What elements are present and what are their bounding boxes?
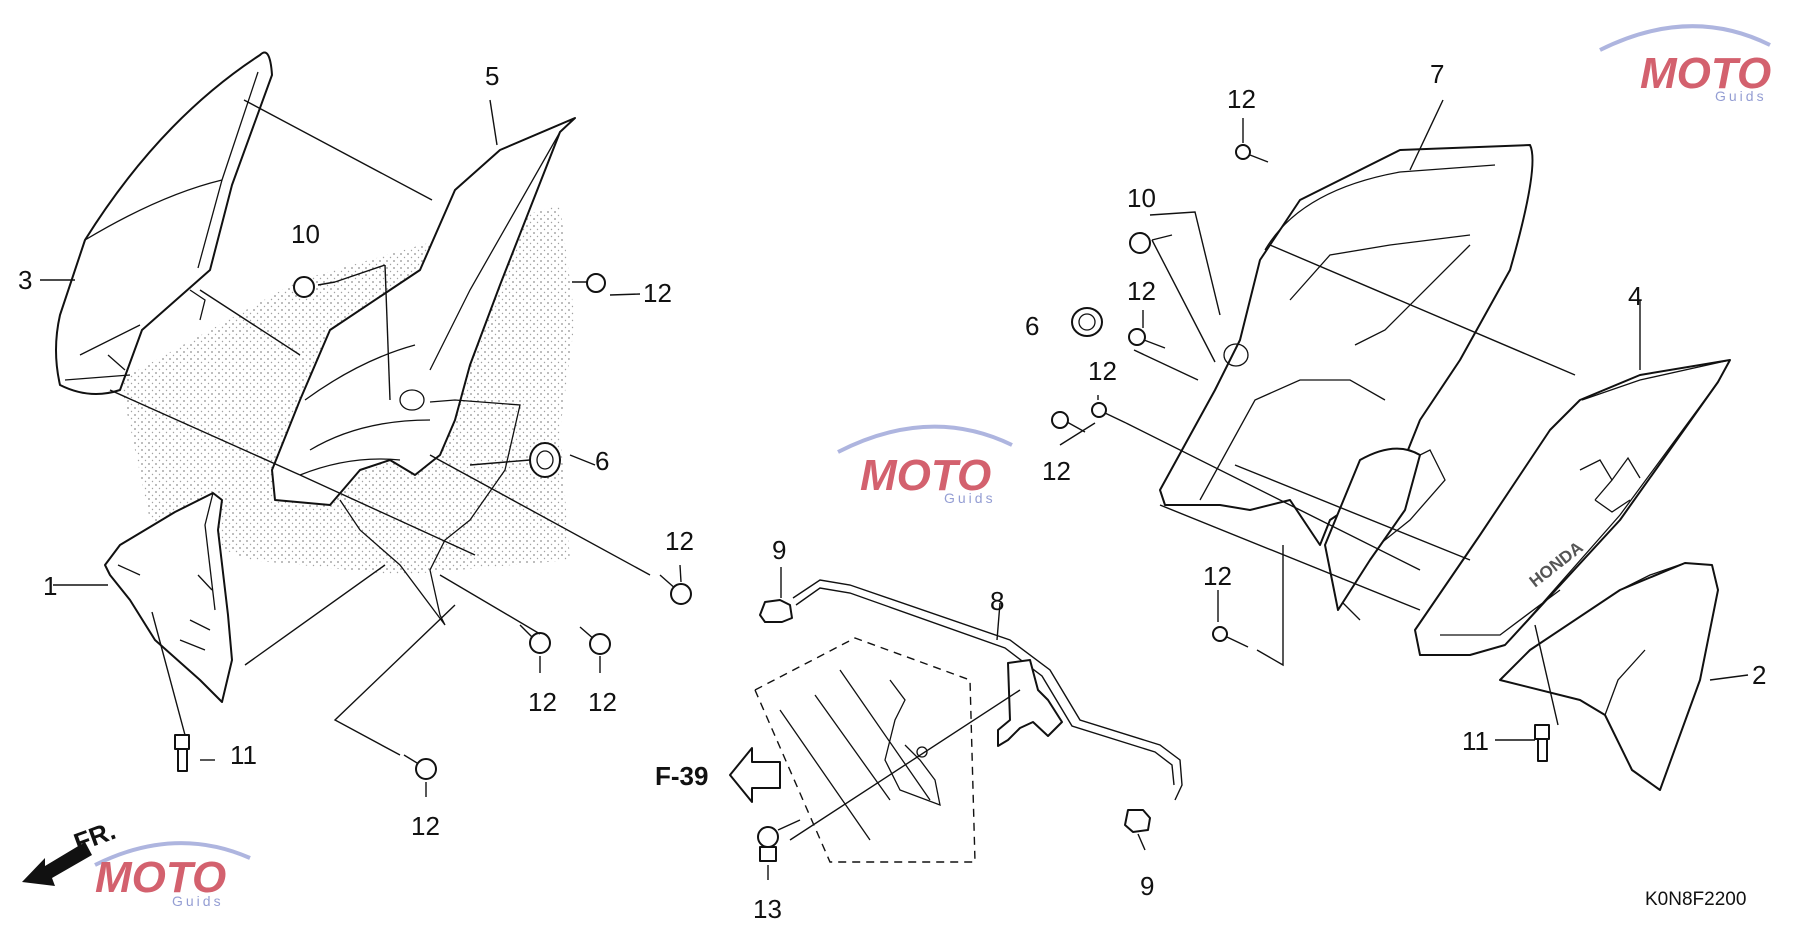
callout-9: 9 — [1140, 871, 1154, 901]
callout-1: 1 — [43, 571, 57, 601]
callout-11: 11 — [1462, 726, 1489, 756]
grommet-6-a — [529, 442, 561, 478]
callout-3: 3 — [18, 265, 32, 295]
callout-7: 7 — [1430, 59, 1444, 89]
screw-12-j — [1212, 626, 1249, 648]
screw-12-c — [519, 624, 551, 654]
callout-9: 9 — [772, 535, 786, 565]
part-3-left-upper-cover — [55, 51, 273, 395]
front-arrow-icon — [22, 842, 92, 886]
f39-reference: F-39 — [655, 747, 781, 803]
screw-12-g — [1128, 328, 1166, 349]
grommet-6-b — [1071, 307, 1103, 337]
callout-8: 8 — [990, 586, 1004, 616]
screw-12-f — [1235, 144, 1269, 163]
callout-12: 12 — [1042, 456, 1071, 486]
leader-lines — [40, 99, 1749, 880]
callout-12: 12 — [1088, 356, 1117, 386]
callout-12: 12 — [588, 687, 617, 717]
diagram-code: K0N8F2200 — [1645, 889, 1746, 910]
callout-12: 12 — [1203, 561, 1232, 591]
watermark-text: MOTO — [860, 451, 991, 500]
watermark-top-right: MOTO Guids — [1599, 24, 1771, 104]
watermark-subtext: Guids — [1715, 88, 1767, 104]
watermark-bottom-left: MOTO Guids — [94, 841, 251, 909]
part-8-stay-rod — [792, 579, 1183, 801]
callout-6: 6 — [1025, 311, 1039, 341]
watermark-text: MOTO — [1640, 49, 1771, 98]
callout-labels: 5 3 10 12 6 12 1 12 12 11 12 9 8 9 13 12… — [18, 59, 1766, 924]
screw-12-e — [403, 754, 437, 780]
callout-12: 12 — [1127, 276, 1156, 306]
bolt-10-b — [1129, 232, 1173, 254]
bolt-13 — [757, 819, 801, 862]
dashed-reference-area — [754, 637, 976, 863]
callout-5: 5 — [485, 61, 499, 91]
figure-ref-label: F-39 — [655, 761, 708, 791]
callout-12: 12 — [528, 687, 557, 717]
part-7-right-upper-frame — [1159, 144, 1534, 621]
watermark-center: MOTO Guids — [837, 424, 1013, 506]
screw-12-i — [1051, 411, 1086, 433]
part-5-inner-panel — [271, 117, 576, 626]
callout-2: 2 — [1752, 660, 1766, 690]
watermark-subtext: Guids — [944, 490, 996, 506]
screw-12-b — [659, 574, 692, 605]
part-4-right-main-cover: HONDA — [1414, 359, 1731, 656]
callout-12: 12 — [1227, 84, 1256, 114]
callout-12: 12 — [643, 278, 672, 308]
callout-11: 11 — [230, 740, 257, 770]
screw-12-d — [579, 626, 611, 655]
callout-4: 4 — [1628, 281, 1642, 311]
callout-10: 10 — [1127, 183, 1156, 213]
part-1-left-lower-cover — [104, 492, 233, 703]
screw-12-a — [572, 273, 606, 293]
f39-arrow-icon — [729, 747, 781, 803]
bolt-10-a — [293, 276, 336, 298]
part-2-right-lower-cover — [1499, 562, 1719, 791]
clip-11-a — [174, 734, 190, 772]
callout-12: 12 — [411, 811, 440, 841]
clip-11-b — [1534, 724, 1550, 762]
callout-10: 10 — [291, 219, 320, 249]
screw-12-h — [1091, 402, 1127, 424]
watermark-subtext: Guids — [172, 893, 224, 909]
cap-9-a — [759, 599, 793, 623]
callout-12: 12 — [665, 526, 694, 556]
callout-13: 13 — [753, 894, 782, 924]
cap-9-b — [1124, 809, 1151, 833]
callout-6: 6 — [595, 446, 609, 476]
front-label: FR. — [70, 815, 120, 858]
watermark-text: MOTO — [95, 853, 226, 902]
